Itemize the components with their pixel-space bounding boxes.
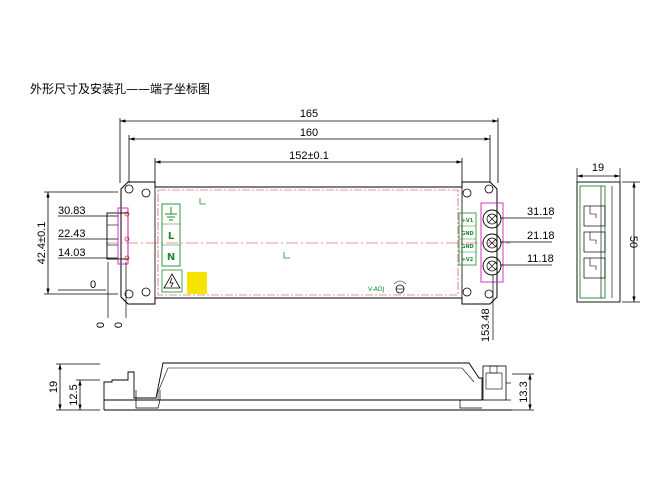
pcb-outline	[157, 189, 459, 296]
dim-165: 165	[300, 108, 318, 120]
screw-terminal-3	[482, 256, 502, 276]
side-view: 19 50	[576, 162, 640, 303]
terminal-label-n: N	[167, 252, 175, 263]
side-terminal-1	[583, 205, 606, 227]
screw-terminal-1	[482, 209, 502, 229]
output-label-gnd2: GND	[461, 244, 473, 250]
mount-hole-tr	[484, 184, 494, 194]
right-x-153-48: 153.48	[480, 308, 492, 342]
front-housing-outline	[103, 362, 483, 401]
output-label-v1: +V1	[462, 218, 474, 224]
side-body	[576, 181, 621, 303]
warning-icon	[163, 273, 181, 289]
left-coord-30-83: 30.83	[58, 205, 86, 217]
input-connector	[106, 212, 129, 260]
dim-152: 152±0.1	[289, 150, 329, 162]
front-terminal-block	[482, 365, 507, 401]
input-pin-2	[124, 236, 130, 242]
vadj-arrow-icon	[393, 280, 407, 285]
left-coord-22-43: 22.43	[58, 228, 86, 240]
output-terminal-block	[480, 202, 504, 283]
bottom-zero-b: 0	[113, 322, 125, 328]
mount-hole-tl	[124, 184, 134, 194]
mount-hole-ibl	[141, 287, 151, 297]
input-pin-1	[124, 211, 130, 217]
side-terminal-3	[583, 257, 606, 279]
output-label-gnd1: GND	[461, 231, 473, 237]
screw-terminal-2	[482, 233, 502, 253]
right-coord-21-18: 21.18	[527, 230, 555, 242]
warning-label	[161, 269, 183, 293]
input-pin-3	[124, 255, 130, 261]
terminal-label-l: L	[168, 231, 175, 242]
dim-42: 42.4±0.1	[36, 222, 48, 265]
top-view: 165 160 152±0.1	[36, 108, 555, 342]
drawing-title: 外形尺寸及安装孔——端子坐标图	[30, 82, 211, 96]
vadj-label: V-ADJ	[368, 286, 385, 293]
input-label-strip	[161, 203, 181, 267]
front-dim-12-5: 12.5	[68, 384, 80, 405]
left-coord-14-03: 14.03	[58, 247, 86, 259]
mount-hole-itl	[141, 188, 151, 198]
bottom-zero-a: 0	[95, 322, 107, 328]
mount-hole-ibr	[462, 287, 472, 297]
front-view: 19 12.5 13.3	[48, 362, 534, 411]
yellow-label	[187, 272, 207, 294]
side-dim-50: 50	[627, 236, 639, 248]
right-coord-31-18: 31.18	[527, 206, 555, 218]
front-dim-19: 19	[48, 381, 60, 393]
side-terminal-2	[583, 231, 606, 253]
mount-hole-bl	[124, 289, 134, 299]
right-coord-11-18: 11.18	[527, 253, 554, 265]
left-coord-zero: 0	[90, 279, 96, 291]
output-label-v2: +V2	[462, 257, 474, 263]
side-dim-19: 19	[592, 162, 604, 174]
dim-160: 160	[300, 127, 318, 139]
mount-hole-itr	[462, 188, 472, 198]
front-dim-13-3: 13.3	[518, 381, 530, 402]
ground-icon	[165, 207, 177, 221]
mount-hole-br	[484, 289, 494, 299]
